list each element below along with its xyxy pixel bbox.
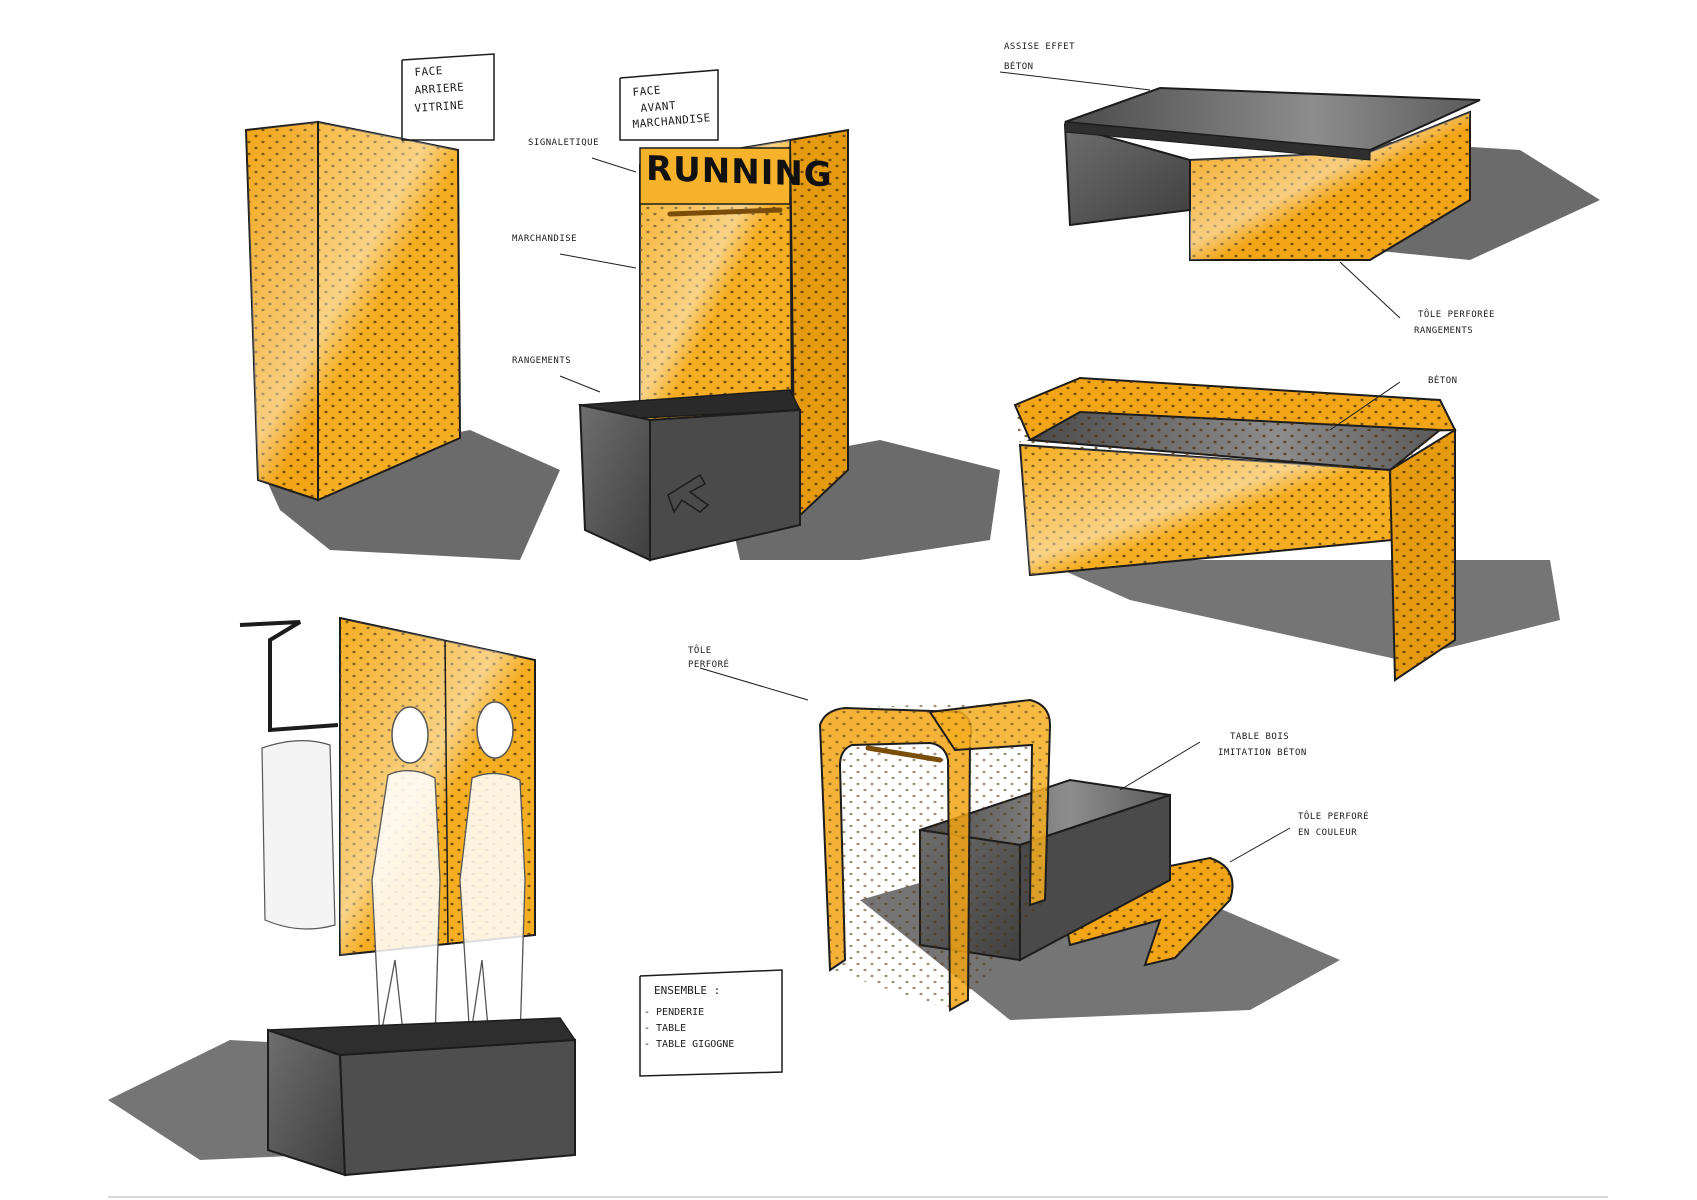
- label-table-bois-2: IMITATION BÉTON: [1218, 748, 1307, 758]
- label-rangements: RANGEMENTS: [512, 356, 572, 366]
- folded-garment-sketch: [261, 740, 336, 930]
- ensemble-item-table-gigogne: - TABLE GIGOGNE: [644, 1039, 735, 1050]
- wall-bracket: [239, 620, 339, 733]
- note-face-arriere-1: FACE: [414, 64, 444, 79]
- running-sign-panel: [639, 147, 791, 205]
- label-tole-1: TÔLE: [688, 646, 712, 656]
- label-signaletique: SIGNALETIQUE: [528, 138, 600, 148]
- label-tole-2: PERFORÉ: [688, 660, 730, 670]
- leader-rangements: [559, 375, 601, 393]
- leader-tole-couleur: [1229, 827, 1291, 863]
- panel-seam: [444, 639, 449, 946]
- drawer-front: [578, 403, 651, 562]
- bench-top-edge: [1064, 121, 1371, 161]
- label-table-bois-1: TABLE BOIS: [1230, 732, 1290, 742]
- label-tole-couleur-2: EN COULEUR: [1298, 828, 1358, 838]
- bench2-gloss: [1020, 445, 1392, 575]
- mannequin-head-2: [476, 701, 514, 759]
- leader-tole-perfore: [699, 667, 809, 701]
- ensemble-item-penderie: - PENDERIE: [644, 1007, 705, 1018]
- running-sign-text: RUNNING: [646, 148, 833, 196]
- label-tole-perforee: TÔLE PERFORÉE: [1418, 310, 1495, 320]
- label-rangements-bench: RANGEMENTS: [1414, 326, 1474, 336]
- ensemble-box-outline: [639, 969, 783, 1077]
- mannequin-head-1: [391, 706, 429, 764]
- cabinet-gloss: [246, 122, 460, 500]
- plinth-front: [267, 1028, 347, 1177]
- mannequin-body-2: [459, 772, 526, 1051]
- sketch-nesting-tables: [699, 667, 1340, 1020]
- drawer-side: [649, 408, 801, 562]
- leader-table-bois: [1119, 741, 1201, 791]
- leader-signaletique: [591, 157, 637, 173]
- leader-tole: [1339, 261, 1401, 319]
- frame-rail: [865, 745, 943, 763]
- label-marchandise: MARCHANDISE: [512, 234, 578, 244]
- sketch-front-unit: [559, 69, 1000, 562]
- bench2-shadow: [1040, 560, 1560, 660]
- note-box-outline: [619, 69, 719, 141]
- label-assise-1: ASSISE EFFET: [1004, 42, 1076, 52]
- page-bottom-rule: [108, 1196, 1608, 1198]
- ensemble-title: ENSEMBLE :: [654, 984, 721, 997]
- sketch-garment-wall: [108, 616, 577, 1177]
- label-beton: BÉTON: [1428, 376, 1458, 386]
- leader-beton: [1329, 381, 1401, 431]
- mannequin-body-1: [371, 770, 441, 1051]
- bench-orange-gloss: [1190, 112, 1470, 260]
- hanging-rail: [667, 207, 783, 217]
- ensemble-item-table: - TABLE: [644, 1023, 687, 1034]
- leader-marchandise: [559, 253, 637, 269]
- note-box-outline: [401, 53, 495, 141]
- sketch-back-cabinet: [244, 53, 560, 560]
- bench-concrete-leg: [1063, 123, 1191, 227]
- sketch-concrete-bench: [999, 71, 1600, 319]
- note-face-avant-1: FACE: [632, 83, 662, 99]
- leader-assise: [999, 71, 1151, 91]
- label-assise-2: BÉTON: [1004, 62, 1034, 72]
- sketch-orange-bench: [1013, 376, 1560, 682]
- plinth-side: [338, 1038, 576, 1177]
- drawer-arrow-icon: [667, 473, 710, 514]
- label-tole-couleur-1: TÔLE PERFORÉ: [1298, 812, 1370, 822]
- orange-frame-perforation: [820, 700, 1050, 1010]
